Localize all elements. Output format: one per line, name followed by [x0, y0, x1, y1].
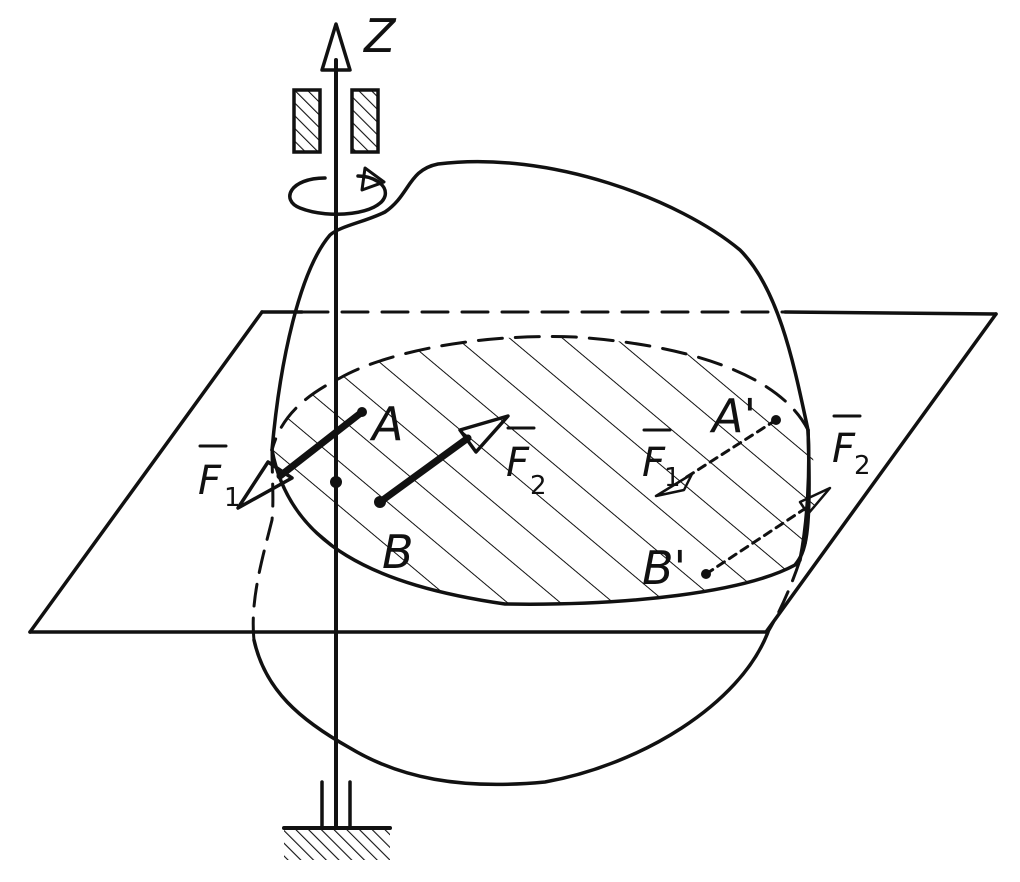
force-f2-label: F 2	[506, 426, 547, 501]
force-f2-prime-arrow	[701, 486, 832, 579]
force-f2-prime-label: F 2	[832, 414, 871, 481]
svg-text:2: 2	[530, 471, 547, 501]
cutting-plane	[28, 310, 998, 634]
rotation-axis	[320, 22, 352, 828]
point-a-label: A	[369, 397, 403, 451]
point-b-prime-label: B'	[642, 541, 686, 595]
svg-text:F: F	[832, 426, 856, 472]
svg-text:1: 1	[224, 483, 241, 513]
axis-label: Z	[362, 9, 397, 63]
force-f2-arrow	[374, 414, 510, 508]
rigid-body-outline	[251, 159, 811, 787]
svg-text:2: 2	[854, 451, 871, 481]
top-bearing	[292, 88, 380, 154]
force-f1-prime-arrow	[654, 415, 781, 498]
point-a-prime-label: A'	[709, 389, 756, 443]
point-b-label: B	[382, 525, 414, 579]
svg-text:1: 1	[664, 463, 681, 493]
svg-text:F: F	[506, 440, 530, 486]
axis-point	[330, 476, 342, 488]
bottom-support	[282, 780, 392, 860]
svg-text:F: F	[198, 458, 222, 504]
force-f1-label: F 1	[198, 444, 241, 513]
svg-text:F: F	[642, 440, 666, 486]
force-f1-prime-label: F 1	[642, 428, 681, 493]
force-f1-arrow	[236, 407, 367, 510]
rotation-arrow-icon	[288, 166, 388, 216]
